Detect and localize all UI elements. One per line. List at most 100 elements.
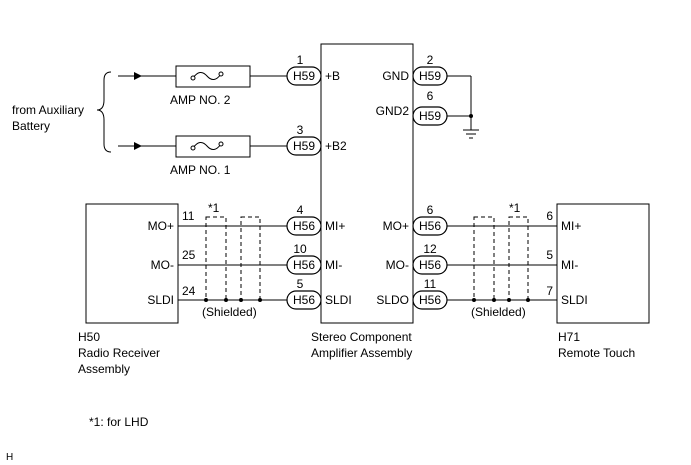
battery-bracket bbox=[96, 71, 112, 153]
stereo-amplifier-box bbox=[320, 43, 414, 324]
connector-pill bbox=[412, 290, 448, 310]
connector-code: H59 bbox=[293, 139, 315, 153]
arrow-icon bbox=[134, 142, 142, 150]
fuse-terminal-icon bbox=[190, 75, 196, 81]
pin-number: 6 bbox=[427, 203, 434, 217]
signal-label: SLDI bbox=[147, 293, 174, 307]
footnote: *1: for LHD bbox=[89, 415, 149, 429]
fuse-amp-no2 bbox=[175, 65, 251, 88]
radio-receiver-box bbox=[85, 203, 179, 324]
fuse-amp-no1 bbox=[175, 135, 251, 158]
connector-pill bbox=[412, 255, 448, 275]
fuse-terminal-icon bbox=[218, 71, 224, 77]
center-right-pin-11: 11 H56 SLDO bbox=[376, 277, 448, 310]
signal-label: MI+ bbox=[561, 219, 581, 233]
center-right-pin-6b: 6 H56 MO+ bbox=[383, 203, 448, 236]
pin-number: 24 bbox=[182, 284, 196, 298]
signal-label: SLDI bbox=[561, 293, 588, 307]
shielded-label-right: (Shielded) bbox=[471, 305, 526, 319]
shield-lhd-right bbox=[508, 216, 529, 301]
center-right-pin-6: 6 H59 GND2 bbox=[376, 89, 448, 126]
center-left-pin-4: 4 H56 MI+ bbox=[286, 203, 345, 236]
stereo-amplifier-name-line2: Amplifier Assembly bbox=[311, 346, 412, 360]
corner-mark: H bbox=[6, 452, 13, 463]
connector-pill bbox=[286, 66, 322, 86]
center-right-pin-12: 12 H56 MO- bbox=[386, 242, 448, 275]
shield-mark-left: *1 bbox=[208, 201, 220, 215]
shield-left bbox=[240, 216, 261, 301]
remote-touch-code: H71 bbox=[558, 330, 580, 344]
pin-number: 6 bbox=[546, 209, 553, 223]
radio-receiver-code: H50 bbox=[78, 330, 100, 344]
shielded-label-left: (Shielded) bbox=[202, 305, 257, 319]
ground-junction bbox=[469, 114, 473, 118]
connector-code: H59 bbox=[419, 69, 441, 83]
pin-number: 12 bbox=[423, 242, 437, 256]
connector-pill bbox=[412, 66, 448, 86]
pin-number: 11 bbox=[182, 209, 195, 223]
pin-number: 5 bbox=[297, 277, 304, 291]
signal-label: +B bbox=[325, 69, 340, 83]
connector-pill bbox=[286, 136, 322, 156]
signal-label: MO+ bbox=[148, 219, 174, 233]
pin-number: 2 bbox=[427, 53, 434, 67]
center-right-pin-2: 2 H59 GND bbox=[382, 53, 448, 86]
signal-label: MO- bbox=[386, 258, 409, 272]
pin-number: 6 bbox=[427, 89, 434, 103]
signal-label: MI+ bbox=[325, 219, 345, 233]
signal-label: +B2 bbox=[325, 139, 347, 153]
fuse-label-amp-no2: AMP NO. 2 bbox=[170, 93, 231, 107]
signal-label: MI- bbox=[325, 258, 342, 272]
signal-label: MO+ bbox=[383, 219, 409, 233]
connector-pill bbox=[412, 216, 448, 236]
stereo-amplifier-name-line1: Stereo Component bbox=[311, 330, 412, 344]
remote-touch-pins: 6 MI+ 5 MI- 7 SLDI bbox=[546, 209, 587, 307]
pin-number: 3 bbox=[297, 123, 304, 137]
pin-number: 7 bbox=[546, 284, 553, 298]
pin-number: 25 bbox=[182, 248, 196, 262]
radio-receiver-pins: 11 MO+ 25 MO- 24 SLDI bbox=[147, 209, 195, 307]
connector-code: H56 bbox=[293, 293, 315, 307]
fuse-symbol-icon bbox=[192, 72, 222, 80]
connector-code: H56 bbox=[293, 258, 315, 272]
connector-code: H56 bbox=[419, 293, 441, 307]
pin-number: 5 bbox=[546, 248, 553, 262]
pin-number: 4 bbox=[297, 203, 304, 217]
shield-mark-right: *1 bbox=[509, 201, 521, 215]
fuse-label-amp-no1: AMP NO. 1 bbox=[170, 163, 231, 177]
radio-receiver-name-line2: Assembly bbox=[78, 362, 130, 376]
connector-pill bbox=[286, 216, 322, 236]
shield-right bbox=[473, 216, 495, 301]
connector-pill bbox=[412, 106, 448, 126]
connector-pill bbox=[286, 255, 322, 275]
connector-code: H59 bbox=[419, 109, 441, 123]
shield-dots-right bbox=[472, 298, 530, 302]
connector-pill bbox=[286, 290, 322, 310]
ground-icon bbox=[463, 129, 479, 139]
connector-group-center-right: 2 H59 GND 6 H59 GND2 6 H56 MO+ 12 H56 MO… bbox=[376, 53, 448, 310]
center-left-pin-10: 10 H56 MI- bbox=[286, 242, 342, 275]
battery-label-line1: from Auxiliary bbox=[12, 103, 84, 117]
radio-receiver-name-line1: Radio Receiver bbox=[78, 346, 160, 360]
pin-number: 11 bbox=[424, 277, 437, 291]
arrow-icon bbox=[134, 72, 142, 80]
pin-number: 1 bbox=[297, 53, 304, 67]
remote-touch-box bbox=[556, 203, 650, 324]
signal-label: GND bbox=[382, 69, 409, 83]
connector-group-center-left: 1 H59 +B 3 H59 +B2 4 H56 MI+ 10 H56 MI- … bbox=[286, 53, 352, 310]
center-left-pin-1: 1 H59 +B bbox=[286, 53, 340, 86]
remote-touch-name: Remote Touch bbox=[558, 346, 635, 360]
battery-label-line2: Battery bbox=[12, 119, 50, 133]
connector-code: H56 bbox=[419, 219, 441, 233]
connector-code: H56 bbox=[293, 219, 315, 233]
center-left-pin-3: 3 H59 +B2 bbox=[286, 123, 347, 156]
signal-label: SLDO bbox=[376, 293, 409, 307]
fuse-terminal-icon bbox=[190, 145, 196, 151]
signal-label: SLDI bbox=[325, 293, 352, 307]
shield-lhd-left bbox=[205, 216, 227, 301]
signal-label: MI- bbox=[561, 258, 578, 272]
signal-label: MO- bbox=[151, 258, 174, 272]
center-left-pin-5: 5 H56 SLDI bbox=[286, 277, 352, 310]
